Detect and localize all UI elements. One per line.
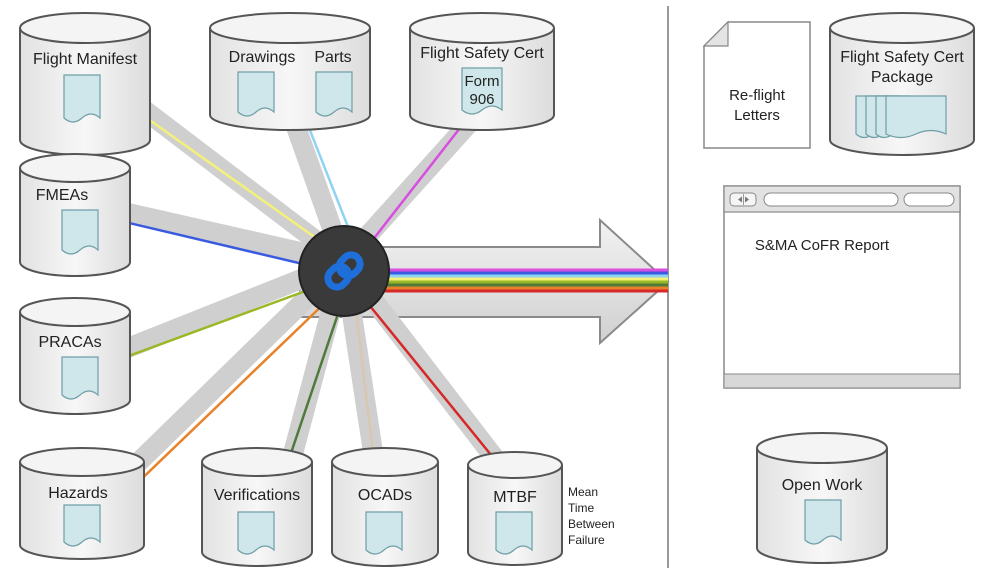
document-icon <box>61 209 99 255</box>
cylinder-hazards: Hazards <box>19 447 145 560</box>
address-bar[interactable] <box>763 192 899 207</box>
document-icon <box>63 74 101 123</box>
mtbf-note-line: Mean <box>568 485 598 499</box>
flight-safety-cert-label: Flight Safety Cert <box>420 45 544 62</box>
reflight-letters-page: Re-flight Letters <box>702 20 811 149</box>
mtbf-label: MTBF <box>493 489 537 506</box>
mtbf-note-line: Between <box>568 517 615 531</box>
document-icon <box>461 67 503 115</box>
line-mtbf <box>369 305 501 467</box>
line-fmeas <box>107 216 321 270</box>
verifications-label: Verifications <box>214 487 300 504</box>
document-icon <box>315 71 353 117</box>
cylinder-verifications: Verifications <box>201 447 313 567</box>
parts-label: Parts <box>314 49 351 66</box>
line-verifications <box>286 307 342 463</box>
document-icon <box>61 356 99 400</box>
cylinder-flight-safety-cert-package: Flight Safety Cert Package <box>829 12 975 156</box>
drawings-label: Drawings <box>229 49 296 66</box>
cylinder-ocads: OCADs <box>331 447 439 567</box>
cylinder-drawings-parts: Drawings Parts <box>209 12 371 131</box>
fmeas-label: FMEAs <box>36 187 88 204</box>
line-ocads <box>354 309 376 463</box>
mtbf-note: Mean Time Between Failure <box>568 485 615 547</box>
document-icon <box>804 499 842 545</box>
cofr-report-window: S&MA CoFR Report <box>723 185 961 389</box>
flight-manifest-label: Flight Manifest <box>33 51 138 68</box>
document-icon <box>365 511 403 555</box>
window-status-bar <box>723 373 961 389</box>
merged-lines <box>370 268 668 293</box>
open-work-label: Open Work <box>782 477 864 494</box>
cylinder-mtbf: MTBF <box>467 451 563 566</box>
line-pracas <box>103 283 323 367</box>
package-label-line1: Flight Safety Cert <box>840 49 964 66</box>
cylinder-pracas: PRACAs <box>19 297 131 415</box>
document-icon <box>495 511 533 555</box>
ocads-label: OCADs <box>358 487 412 504</box>
document-icon <box>237 511 275 555</box>
mtbf-note-line: Failure <box>568 533 605 547</box>
reflight-label-line1: Re-flight <box>729 87 786 104</box>
report-title: S&MA CoFR Report <box>755 237 890 254</box>
cylinder-fmeas: FMEAs <box>19 153 131 277</box>
search-box[interactable] <box>903 192 955 207</box>
beam-hazards <box>103 254 351 498</box>
form-label-line2: 906 <box>469 91 494 108</box>
cylinder-flight-manifest: Flight Manifest <box>19 12 151 156</box>
browser-forward-icon[interactable] <box>745 196 749 203</box>
cylinder-flight-safety-cert: Flight Safety Cert Form 906 <box>409 12 555 131</box>
hazards-label: Hazards <box>48 485 108 502</box>
pracas-label: PRACAs <box>38 334 101 351</box>
package-label-line2: Package <box>871 69 933 86</box>
line-form-906 <box>367 109 475 247</box>
mtbf-note-line: Time <box>568 501 595 515</box>
integration-hub <box>298 225 390 317</box>
form-label-line1: Form <box>465 73 500 90</box>
document-icon <box>63 504 101 547</box>
reflight-label-line2: Letters <box>734 107 780 124</box>
link-icon <box>324 251 364 291</box>
cylinder-open-work: Open Work <box>756 432 888 564</box>
document-stack-icon <box>855 95 947 139</box>
document-icon <box>237 71 275 117</box>
browser-back-icon[interactable] <box>738 196 742 203</box>
